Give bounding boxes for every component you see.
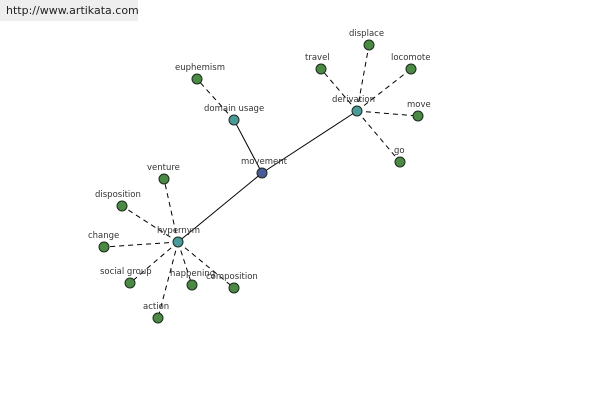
- word-disposition-node[interactable]: [116, 200, 128, 212]
- word-displace-label[interactable]: displace: [349, 29, 384, 39]
- relation-derivation-node[interactable]: [351, 105, 363, 117]
- edge-hypernym-venture: [163, 178, 179, 243]
- word-movement-label[interactable]: movement: [241, 157, 288, 167]
- word-happening-node[interactable]: [186, 279, 198, 291]
- word-venture-label[interactable]: venture: [147, 163, 180, 173]
- word-social-group-label[interactable]: social group: [100, 267, 152, 277]
- url-banner[interactable]: http://www.artikata.com: [0, 0, 139, 21]
- relation-domain-usage-node[interactable]: [228, 114, 240, 126]
- word-change-node[interactable]: [98, 241, 110, 253]
- word-composition-node[interactable]: [228, 282, 240, 294]
- graph-edges: [103, 44, 419, 319]
- relation-hypernym-label[interactable]: hypernym: [157, 226, 200, 236]
- word-action-node[interactable]: [152, 312, 164, 324]
- word-venture-node[interactable]: [158, 173, 170, 185]
- word-movement-node[interactable]: [256, 167, 268, 179]
- edge-hypernym-happening: [177, 241, 193, 286]
- graph-nodes: [98, 39, 424, 324]
- graph-labels: movement hypernym domain usage derivation eu…: [88, 29, 431, 312]
- edge-derivation-displace: [356, 44, 370, 112]
- edge-movement-hypernym: [177, 172, 263, 243]
- word-move-node[interactable]: [412, 110, 424, 122]
- relation-domain-usage-label[interactable]: domain usage: [204, 104, 264, 114]
- edge-derivation-move: [356, 110, 419, 117]
- word-action-label[interactable]: action: [143, 302, 169, 312]
- edge-hypernym-action: [157, 241, 179, 319]
- word-social-group-node[interactable]: [124, 277, 136, 289]
- edge-derivation-locomote: [356, 68, 412, 112]
- word-go-node[interactable]: [394, 156, 406, 168]
- edge-hypernym-disposition: [121, 205, 179, 243]
- edge-derivation-go: [356, 110, 401, 163]
- word-locomote-node[interactable]: [405, 63, 417, 75]
- word-go-label[interactable]: go: [394, 146, 405, 156]
- word-composition-label[interactable]: composition: [206, 272, 258, 282]
- edge-movement-derivation: [261, 110, 358, 174]
- word-disposition-label[interactable]: disposition: [95, 190, 141, 200]
- word-displace-node[interactable]: [363, 39, 375, 51]
- word-happening-label[interactable]: happening: [170, 269, 215, 279]
- edge-derivation-travel: [320, 68, 358, 112]
- word-move-label[interactable]: move: [407, 100, 431, 110]
- word-euphemism-node[interactable]: [191, 73, 203, 85]
- relation-derivation-label[interactable]: derivation: [332, 95, 375, 105]
- edge-movement-domain-usage: [233, 119, 263, 174]
- word-change-label[interactable]: change: [88, 231, 119, 241]
- word-locomote-label[interactable]: locomote: [391, 53, 430, 63]
- edge-hypernym-change: [103, 241, 179, 248]
- word-travel-label[interactable]: travel: [305, 53, 330, 63]
- relation-hypernym-node[interactable]: [172, 236, 184, 248]
- edge-domain-usage-euphemism: [196, 78, 235, 121]
- url-link[interactable]: http://www.artikata.com: [6, 4, 139, 17]
- edge-hypernym-composition: [177, 241, 235, 289]
- word-euphemism-label[interactable]: euphemism: [175, 63, 225, 73]
- word-travel-node[interactable]: [315, 63, 327, 75]
- edge-hypernym-social-group: [129, 241, 179, 284]
